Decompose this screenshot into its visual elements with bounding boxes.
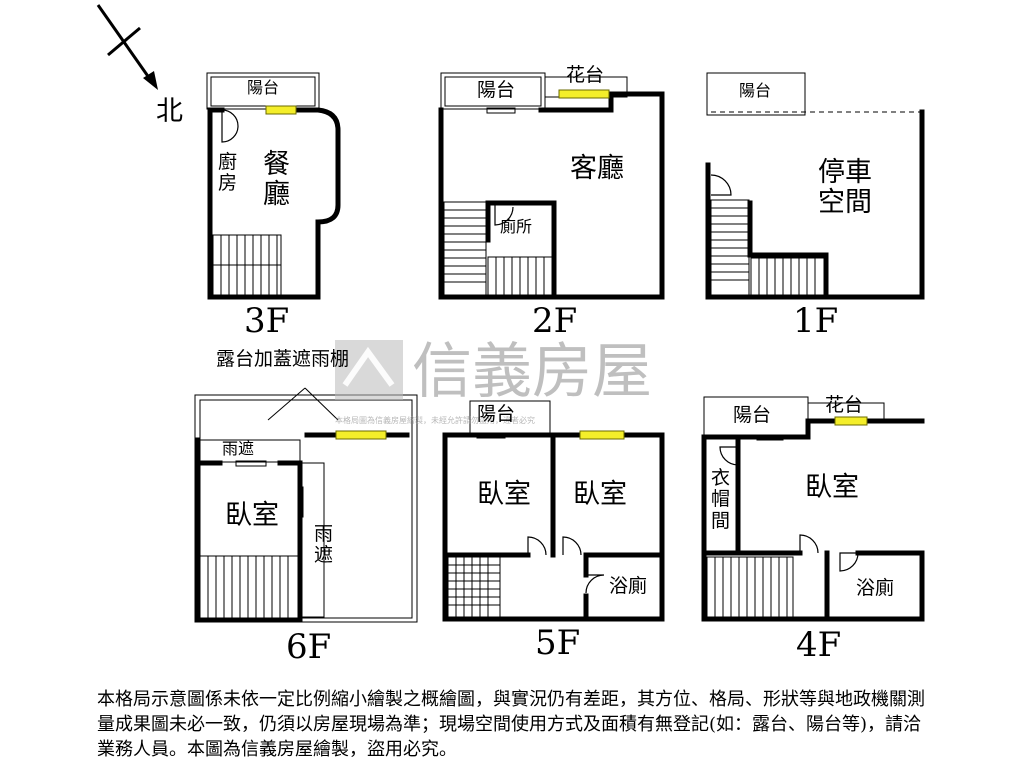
f6-terrace-label: 露台加蓋遮雨棚: [216, 348, 350, 370]
f1-balcony-label: 陽台: [739, 81, 772, 100]
f5-floor-label: 5F: [535, 623, 581, 663]
f3-floor-label: 3F: [244, 301, 290, 341]
f4-bathroom-label: 浴廁: [856, 577, 895, 599]
f2-garden-label: 花台: [566, 64, 605, 86]
f5-bathroom-label: 浴廁: [609, 575, 648, 597]
stairs-6f: [199, 555, 299, 619]
f5-bedroom-b-label: 臥室: [573, 479, 627, 510]
f4-floor-label: 4F: [796, 625, 842, 665]
f1-parking-label: 停車 空間: [818, 157, 872, 219]
floor-3f: [206, 72, 341, 300]
floor-1f: [705, 72, 925, 300]
f2-balcony-label: 陽台: [477, 79, 516, 101]
disclaimer-text: 本格局示意圖係未依一定比例縮小繪製之概繪圖，與實況仍有差距，其方位、格局、形狀等…: [97, 689, 925, 760]
f2-living-label: 客廳: [570, 153, 624, 184]
f5-bedroom-a-label: 臥室: [477, 479, 531, 510]
f2-toilet-label: 廁所: [500, 217, 533, 236]
floor-6f: [194, 387, 418, 623]
f2-floor-label: 2F: [532, 301, 578, 341]
f4-garden-label: 花台: [825, 394, 864, 416]
stairs-1f: [710, 199, 825, 296]
floor-5f: [442, 400, 665, 622]
f6-awning-top-label: 雨遮: [222, 439, 255, 458]
f6-floor-label: 6F: [286, 627, 332, 667]
stairs-3f: [212, 234, 282, 296]
f5-balcony-label: 陽台: [477, 403, 516, 425]
f3-balcony-label: 陽台: [247, 78, 280, 97]
f3-dining-label: 餐 廳: [263, 149, 290, 211]
watermark-small-text: 本格局圖為信義房屋繪製，未經允許請勿盜用，違者必究: [335, 415, 535, 425]
f1-floor-label: 1F: [793, 301, 839, 341]
f3-kitchen-label: 廚 房: [218, 151, 238, 195]
f6-awning-side-label: 雨 遮: [314, 523, 334, 567]
f4-closet-label: 衣 帽 間: [711, 467, 731, 532]
north-label: 北: [156, 96, 183, 127]
north-arrow-icon: [96, 4, 158, 90]
stairs-5f: [447, 556, 501, 618]
f4-bedroom-label: 臥室: [805, 472, 859, 503]
watermark-brand: 信義房屋: [412, 337, 652, 407]
f6-bedroom-label: 臥室: [225, 500, 279, 531]
f4-balcony-label: 陽台: [733, 404, 772, 426]
stairs-2f: [443, 201, 553, 296]
watermark-logo-icon: [335, 340, 403, 400]
floor-2f: [438, 72, 665, 300]
stairs-4f: [706, 556, 794, 618]
floor-4f: [701, 396, 925, 622]
